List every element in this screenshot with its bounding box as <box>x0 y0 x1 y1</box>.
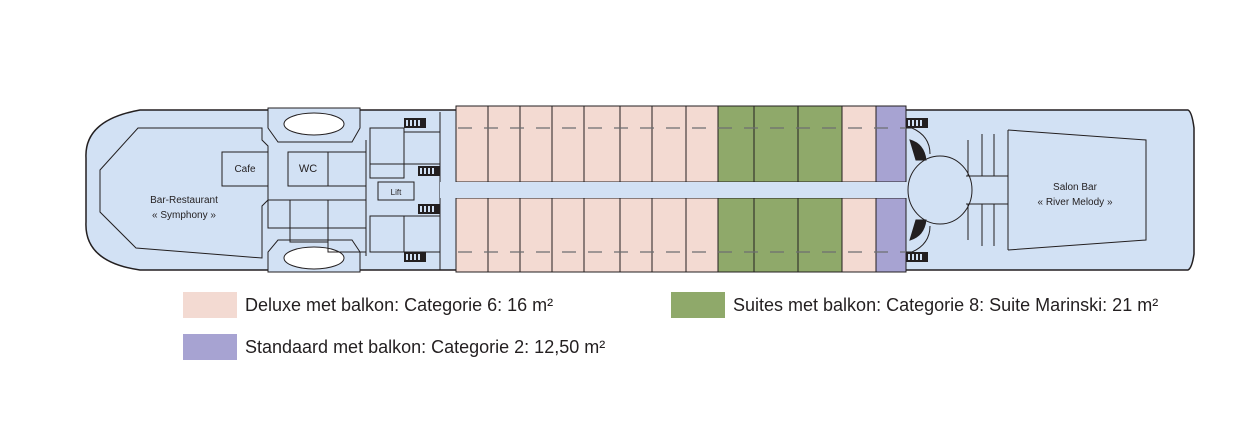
legend-swatch-suites <box>671 292 725 318</box>
cabin[interactable] <box>455 105 489 183</box>
salon-bar-name: « River Melody » <box>1037 197 1112 208</box>
cabin[interactable] <box>519 197 553 273</box>
cabins-bottom-row <box>455 197 907 273</box>
legend-label-suites: Suites met balkon: Categorie 8: Suite Ma… <box>733 294 1159 315</box>
suite-cabin[interactable] <box>717 197 755 273</box>
cabin[interactable] <box>487 105 521 183</box>
cabin[interactable] <box>685 197 719 273</box>
stairs-icons <box>404 118 928 262</box>
cabin[interactable] <box>583 197 621 273</box>
corridor <box>440 182 910 198</box>
lifeboat <box>283 112 345 136</box>
cabin[interactable] <box>551 105 585 183</box>
stairs-icon <box>418 204 440 214</box>
cabin[interactable] <box>487 197 521 273</box>
cabin[interactable] <box>841 105 877 183</box>
stairs-icon <box>404 118 426 128</box>
suite-cabin[interactable] <box>717 105 755 183</box>
deck-labels: Bar-Restaurant « Symphony » Cafe WC Lift… <box>150 163 1113 221</box>
cabin[interactable] <box>551 197 585 273</box>
legend-item-deluxe: Deluxe met balkon: Categorie 6: 16 m² <box>183 292 553 318</box>
cafe-label: Cafe <box>234 164 256 175</box>
legend-item-standaard: Standaard met balkon: Categorie 2: 12,50… <box>183 334 605 360</box>
standard-cabin[interactable] <box>875 197 907 273</box>
standard-cabin[interactable] <box>875 105 907 183</box>
cabin[interactable] <box>841 197 877 273</box>
salon-bar-label: Salon Bar <box>1053 182 1098 193</box>
bar-restaurant-name: « Symphony » <box>152 210 216 221</box>
stairs-icon <box>418 166 440 176</box>
stairs-icon <box>906 118 928 128</box>
balcony-lines <box>458 127 906 253</box>
suite-cabin[interactable] <box>797 105 843 183</box>
legend-swatch-deluxe <box>183 292 237 318</box>
suite-cabin[interactable] <box>753 197 799 273</box>
lift-label: Lift <box>391 188 402 197</box>
bar-restaurant-label: Bar-Restaurant <box>150 195 218 206</box>
cabin[interactable] <box>519 105 553 183</box>
cabin[interactable] <box>619 105 653 183</box>
cabin[interactable] <box>455 197 489 273</box>
stairs-icon <box>906 252 928 262</box>
suite-cabin[interactable] <box>753 105 799 183</box>
cabin[interactable] <box>651 105 687 183</box>
cabin[interactable] <box>685 105 719 183</box>
cabin[interactable] <box>651 197 687 273</box>
salon-bar-area <box>906 127 1147 253</box>
cabin[interactable] <box>583 105 621 183</box>
lifeboat <box>283 246 345 270</box>
legend-label-deluxe: Deluxe met balkon: Categorie 6: 16 m² <box>245 294 554 315</box>
cabin[interactable] <box>619 197 653 273</box>
legend-item-suites: Suites met balkon: Categorie 8: Suite Ma… <box>671 292 1158 318</box>
cabins-top-row <box>455 105 907 183</box>
wc-label: WC <box>299 163 317 175</box>
stairs-icon <box>404 252 426 262</box>
central-atrium <box>907 155 973 225</box>
service-rooms <box>221 112 441 270</box>
suite-cabin[interactable] <box>797 197 843 273</box>
legend-label-standaard: Standaard met balkon: Categorie 2: 12,50… <box>245 336 606 357</box>
legend-swatch-standaard <box>183 334 237 360</box>
